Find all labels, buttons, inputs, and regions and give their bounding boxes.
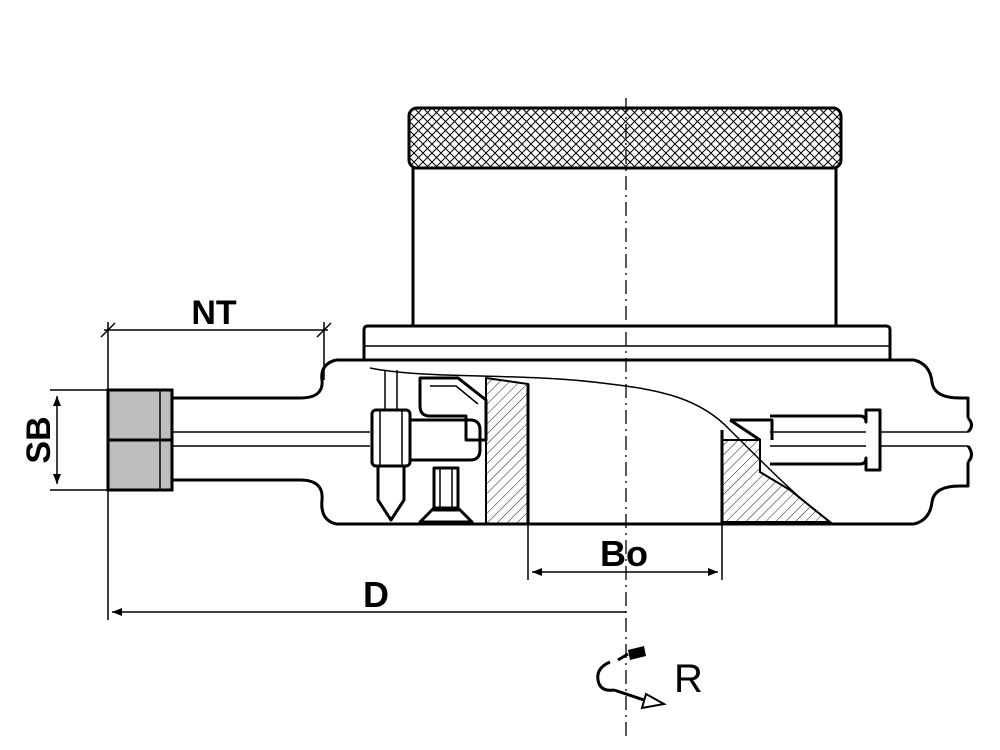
flange	[362, 324, 892, 360]
clamping-wedge	[418, 376, 488, 442]
hatched-section-right	[720, 430, 833, 524]
nt-label: NT	[191, 294, 237, 332]
hatched-section-left	[485, 376, 529, 525]
rotation-direction-icon: R	[596, 646, 703, 710]
d-label: D	[363, 574, 389, 615]
cutter-body	[172, 358, 973, 526]
upper-body	[411, 168, 838, 326]
socket-screw	[370, 370, 412, 522]
r-label: R	[674, 657, 703, 701]
clamp-pin	[410, 418, 482, 462]
d-dimension: D	[107, 490, 626, 620]
countersunk-screw	[418, 466, 474, 524]
sb-dimension: SB	[20, 389, 108, 491]
section-break-line	[369, 367, 831, 523]
nt-dimension: NT	[100, 294, 332, 390]
right-wedge	[729, 408, 882, 472]
knurled-knob	[407, 106, 843, 170]
bo-dimension: Bo	[527, 524, 723, 580]
bo-label: Bo	[600, 533, 648, 574]
knife-insert	[106, 388, 174, 492]
sb-label: SB	[20, 416, 58, 463]
